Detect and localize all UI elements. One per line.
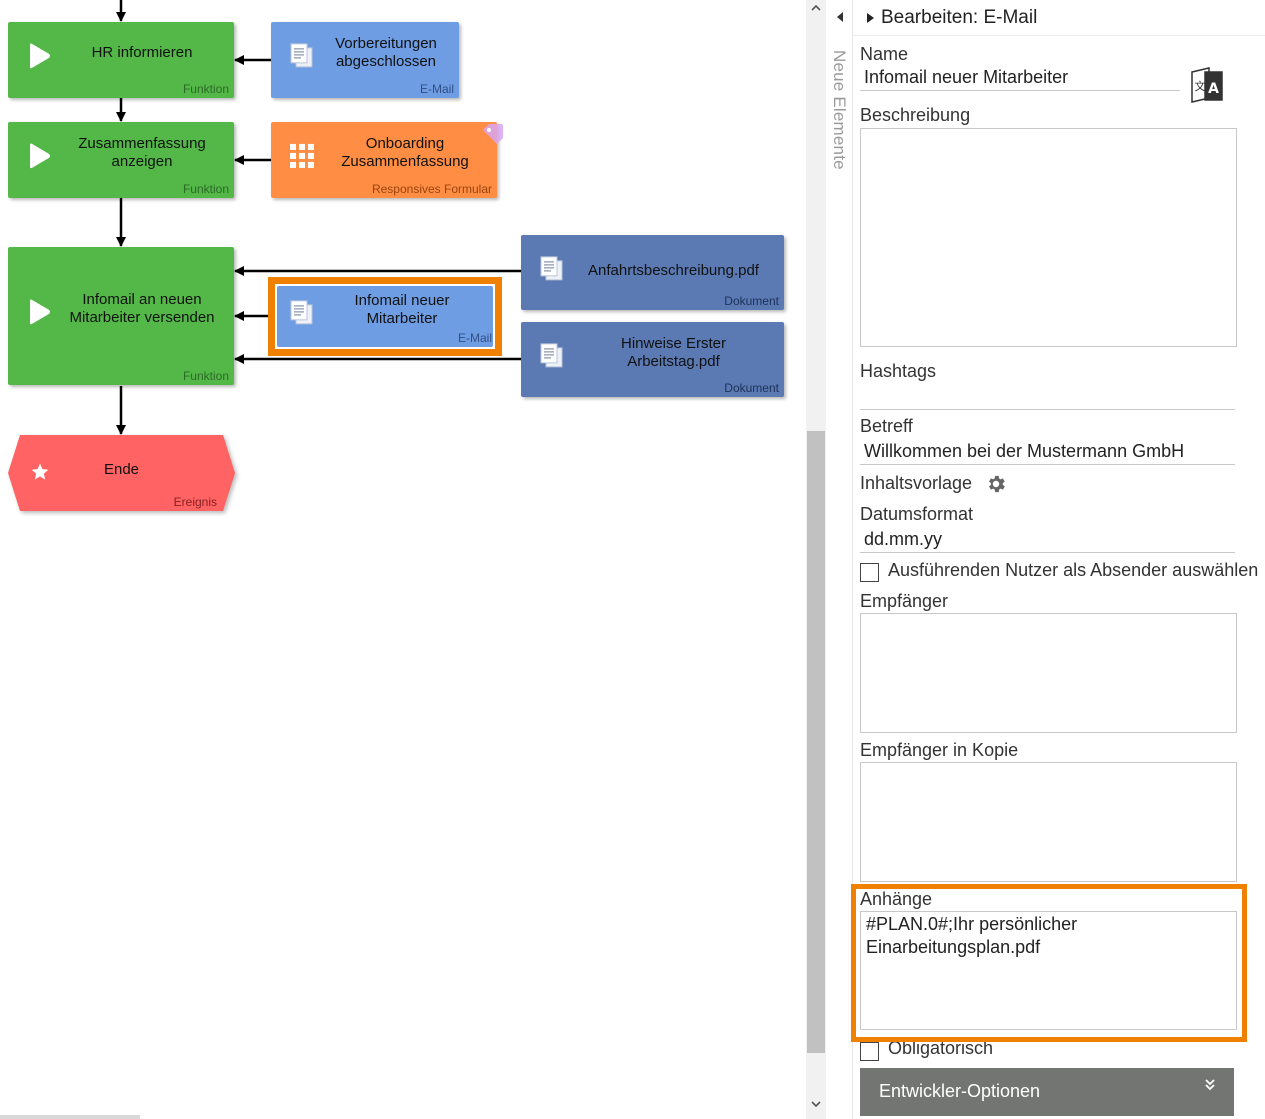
inhaltsvorlage-label: Inhaltsvorlage (860, 473, 973, 493)
node-title: Vorbereitungen abgeschlossen (335, 35, 437, 70)
play-icon (26, 298, 52, 331)
name-field[interactable]: Infomail neuer Mitarbeiter (860, 65, 1180, 91)
beschreibung-textarea[interactable] (860, 128, 1237, 347)
node-type: E-Mail (419, 82, 454, 96)
double-chevron-down-icon (1204, 1078, 1216, 1095)
kopie-label: Empfänger in Kopie (860, 740, 1019, 760)
obligatorisch-checkbox[interactable] (860, 1042, 879, 1061)
rail-label[interactable]: Neue Elemente (830, 50, 849, 170)
node-type: Ereignis (173, 495, 217, 509)
node-type: Dokument (724, 294, 779, 308)
tag-icon (481, 122, 507, 153)
absender-checkbox[interactable] (860, 563, 879, 582)
datumsformat-label: Datumsformat (860, 504, 974, 524)
document-stack-icon (289, 42, 315, 75)
entwickler-optionen-bar[interactable]: Entwickler-Optionen (860, 1068, 1234, 1116)
svg-text:文: 文 (1195, 79, 1206, 93)
node-infomail-versenden[interactable]: Infomail an neuen Mitarbeiter versenden … (8, 247, 234, 385)
node-title: Hinweise Erster Arbeitstag.pdf (620, 334, 727, 370)
node-hr-informieren[interactable]: HR informieren Funktion (8, 22, 234, 98)
anhaenge-highlight (851, 884, 1247, 1042)
kopie-textarea[interactable] (860, 762, 1237, 882)
star-icon (30, 462, 50, 487)
node-title: Anfahrtsbeschreibung.pdf (588, 261, 759, 279)
name-label: Name (860, 44, 909, 64)
play-icon (26, 42, 52, 75)
node-type: Funktion (182, 82, 229, 96)
node-title: HR informieren (91, 44, 193, 61)
process-diagram-canvas[interactable]: HR informieren Funktion Vorbereitungen a… (0, 0, 806, 1119)
expand-right-icon[interactable] (867, 13, 874, 26)
datumsformat-field[interactable]: dd.mm.yy (860, 527, 1235, 553)
node-type: Dokument (724, 381, 779, 395)
new-elements-rail[interactable]: Neue Elemente (826, 0, 853, 1119)
scrollbar-thumb[interactable] (807, 431, 825, 1053)
collapse-left-icon[interactable] (826, 12, 853, 25)
document-stack-icon (539, 254, 565, 287)
node-title: Zusammenfassung anzeigen (78, 135, 206, 170)
horizontal-scrollbar[interactable] (0, 1115, 140, 1119)
node-onboarding-zusammenfassung[interactable]: Onboarding Zusammenfassung Responsives F… (271, 122, 503, 198)
grid-icon (289, 143, 315, 174)
node-title: Infomail neuer Mitarbeiter (354, 291, 450, 327)
beschreibung-label: Beschreibung (860, 105, 971, 125)
node-title: Ende (103, 461, 140, 478)
event-shape (8, 435, 235, 511)
connector-layer (116, 0, 521, 435)
anhaenge-label: Anhänge (860, 889, 933, 909)
panel-title: Bearbeiten: E-Mail (881, 7, 1038, 28)
node-hinweise-erster-arbeitstag[interactable]: Hinweise Erster Arbeitstag.pdf Dokument (521, 322, 784, 397)
properties-panel: Bearbeiten: E-Mail Name Infomail neuer M… (853, 0, 1265, 1119)
obligatorisch-label[interactable]: Obligatorisch (888, 1038, 994, 1058)
node-anfahrtsbeschreibung[interactable]: Anfahrtsbeschreibung.pdf Dokument (521, 235, 784, 310)
node-type: Funktion (182, 369, 229, 383)
hashtags-label: Hashtags (860, 361, 937, 381)
node-type: Funktion (182, 182, 229, 196)
node-ende[interactable]: Ende Ereignis (8, 435, 235, 511)
node-zusammenfassung-anzeigen[interactable]: Zusammenfassung anzeigen Funktion (8, 122, 234, 198)
selection-highlight (268, 277, 502, 356)
empfaenger-label: Empfänger (860, 591, 949, 611)
document-stack-icon (539, 341, 565, 374)
empfaenger-textarea[interactable] (860, 613, 1237, 733)
anhaenge-textarea[interactable]: #PLAN.0#;Ihr persönlicher Einarbeitungsp… (860, 911, 1237, 1030)
scroll-down-arrow-icon[interactable] (806, 1100, 826, 1111)
canvas-scrollbar[interactable] (806, 0, 826, 1119)
translate-icon[interactable]: A 文 (1189, 66, 1225, 109)
node-title: Infomail an neuen Mitarbeiter versenden (69, 291, 215, 326)
absender-label[interactable]: Ausführenden Nutzer als Absender auswähl… (888, 560, 1259, 580)
svg-text:A: A (1208, 81, 1219, 97)
play-icon (26, 142, 52, 175)
hashtags-field[interactable] (860, 384, 1235, 410)
betreff-label: Betreff (860, 416, 913, 436)
document-stack-icon (289, 298, 315, 331)
anhaenge-line: Einarbeitungsplan.pdf (866, 937, 1041, 957)
node-type: Responsives Formular (371, 182, 492, 196)
anhaenge-line: #PLAN.0#;Ihr persönlicher (866, 914, 1078, 934)
node-vorbereitungen-abgeschlossen[interactable]: Vorbereitungen abgeschlossen E-Mail (271, 22, 459, 98)
node-type: E-Mail (457, 331, 492, 345)
panel-header[interactable]: Bearbeiten: E-Mail (853, 0, 1265, 36)
betreff-field[interactable]: Willkommen bei der Mustermann GmbH (860, 439, 1235, 465)
dev-options-label: Entwickler-Optionen (879, 1081, 1041, 1101)
node-title: Onboarding Zusammenfassung (341, 135, 469, 170)
scroll-up-arrow-icon[interactable] (806, 4, 826, 15)
node-infomail-neuer-mitarbeiter[interactable]: Infomail neuer Mitarbeiter E-Mail (277, 286, 493, 347)
gear-icon[interactable] (985, 473, 1007, 500)
